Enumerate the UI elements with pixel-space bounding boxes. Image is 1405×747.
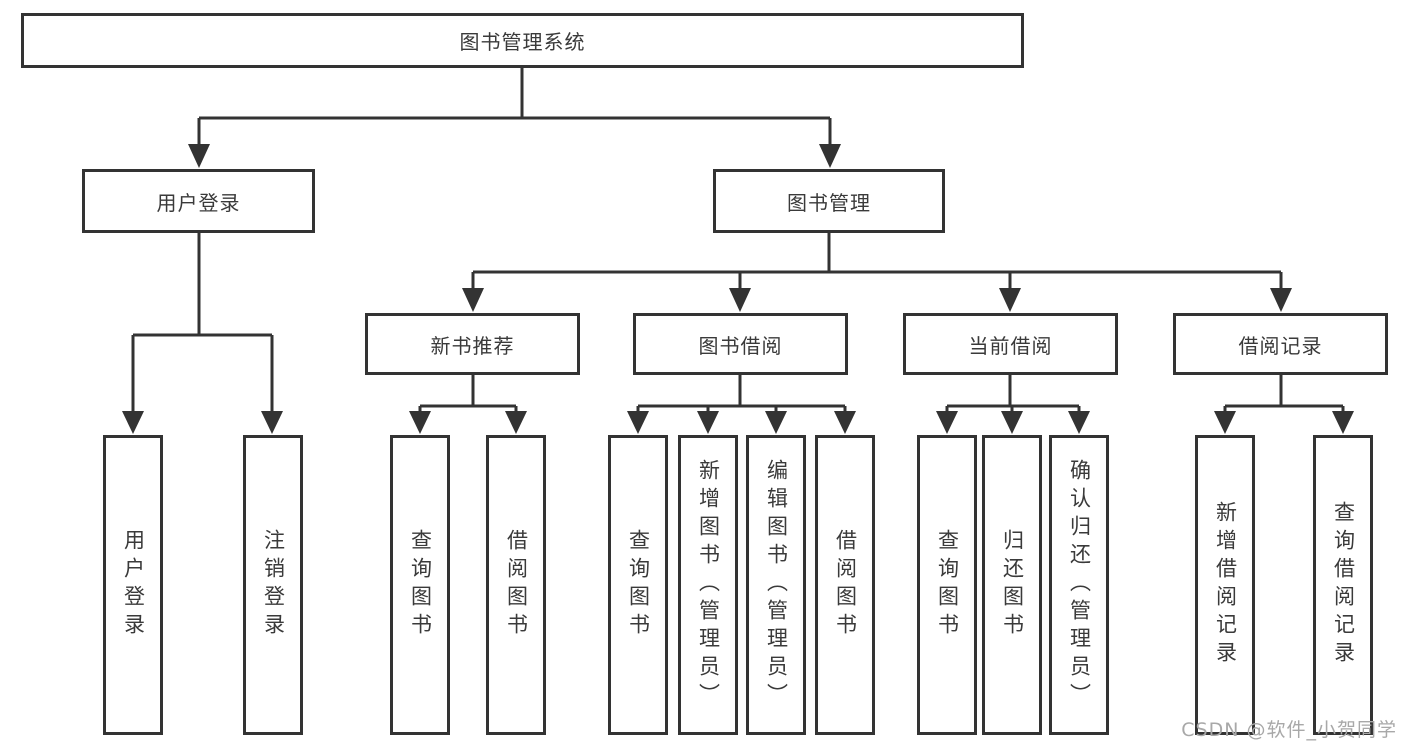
node-return-book: 归还图书 — [982, 435, 1042, 735]
arrowhead — [1270, 288, 1292, 312]
arrowhead — [936, 411, 958, 434]
node-new-book-recommend: 新书推荐 — [365, 313, 580, 375]
node-book-borrowing: 图书借阅 — [633, 313, 848, 375]
node-book-management-branch: 图书管理 — [713, 169, 945, 233]
node-query-borrow-record: 查询借阅记录 — [1313, 435, 1373, 735]
arrowhead — [1214, 411, 1236, 434]
arrowhead — [261, 411, 283, 434]
arrowhead — [999, 288, 1021, 312]
node-label: 查询借阅记录 — [1331, 501, 1356, 669]
node-query-books-1: 查询图书 — [390, 435, 450, 735]
node-label: 注销登录 — [261, 529, 286, 641]
node-confirm-return-admin: 确认归还（管理员） — [1049, 435, 1109, 735]
node-label: 归还图书 — [1000, 529, 1025, 641]
arrowhead — [188, 144, 210, 168]
arrowhead — [505, 411, 527, 434]
arrowhead — [834, 411, 856, 434]
node-user-login-branch: 用户登录 — [82, 169, 315, 233]
node-label: 借阅图书 — [504, 529, 529, 641]
arrowhead — [627, 411, 649, 434]
arrowhead — [697, 411, 719, 434]
node-add-book-admin: 新增图书（管理员） — [678, 435, 738, 735]
csdn-watermark: CSDN @软件_小贺同学 — [1181, 719, 1397, 741]
node-user-login-leaf: 用户登录 — [103, 435, 163, 735]
node-label: 用户登录 — [121, 529, 146, 641]
node-current-borrowing: 当前借阅 — [903, 313, 1118, 375]
node-label: 新增图书（管理员） — [696, 459, 721, 711]
arrowhead — [1332, 411, 1354, 434]
arrowhead — [409, 411, 431, 434]
node-label: 编辑图书（管理员） — [764, 459, 789, 711]
node-borrow-books-1: 借阅图书 — [486, 435, 546, 735]
node-edit-book-admin: 编辑图书（管理员） — [746, 435, 806, 735]
node-borrow-books-2: 借阅图书 — [815, 435, 875, 735]
node-label: 查询图书 — [626, 529, 651, 641]
arrowhead — [819, 144, 841, 168]
node-label: 查询图书 — [935, 529, 960, 641]
node-label: 新增借阅记录 — [1213, 501, 1238, 669]
node-label: 查询图书 — [408, 529, 433, 641]
node-query-books-2: 查询图书 — [608, 435, 668, 735]
arrowhead — [729, 288, 751, 312]
node-label: 借阅图书 — [833, 529, 858, 641]
node-borrowing-records: 借阅记录 — [1173, 313, 1388, 375]
node-query-books-3: 查询图书 — [917, 435, 977, 735]
arrowhead — [1001, 411, 1023, 434]
node-root: 图书管理系统 — [21, 13, 1024, 68]
node-label: 确认归还（管理员） — [1067, 459, 1092, 711]
arrowhead — [122, 411, 144, 434]
arrowhead — [1068, 411, 1090, 434]
node-logout-leaf: 注销登录 — [243, 435, 303, 735]
node-add-borrow-record: 新增借阅记录 — [1195, 435, 1255, 735]
arrowhead — [462, 288, 484, 312]
arrowhead — [765, 411, 787, 434]
